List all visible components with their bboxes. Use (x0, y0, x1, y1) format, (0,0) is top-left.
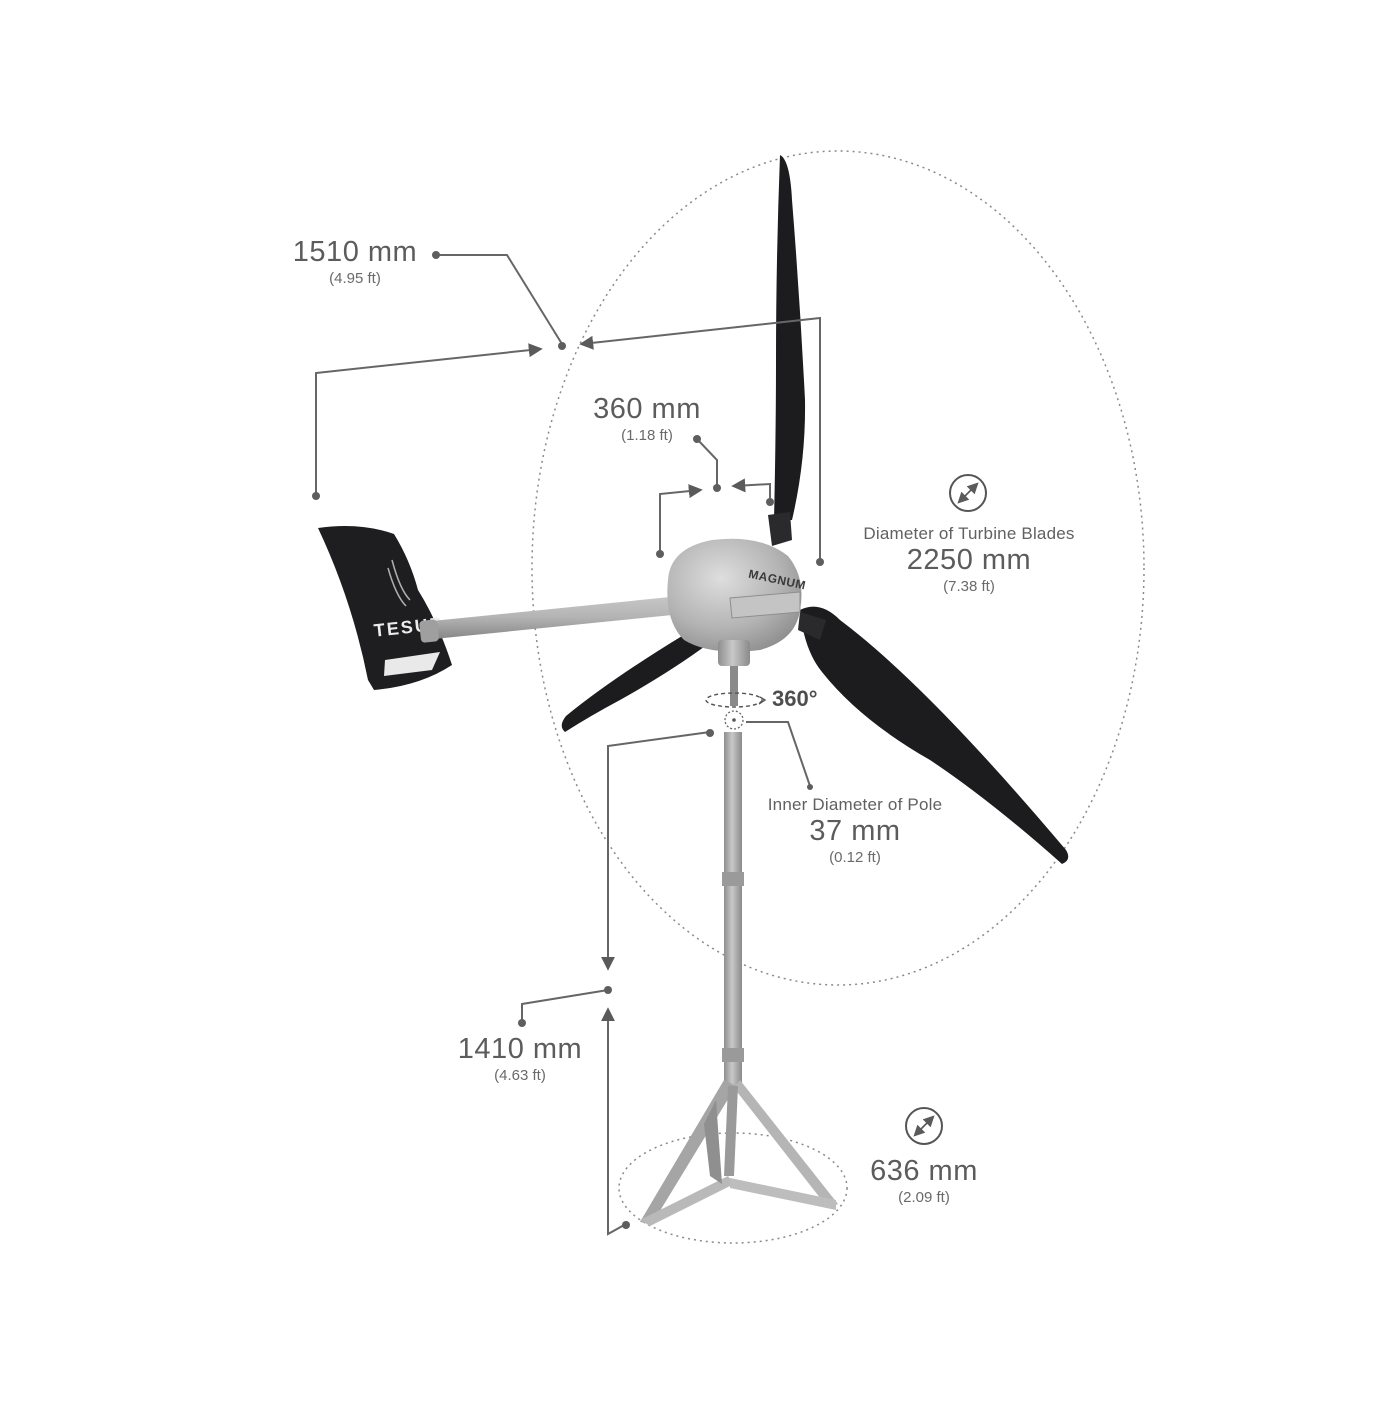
rotation-arrow-icon (705, 692, 767, 708)
blade-diameter-value: 2250 mm (906, 544, 1032, 576)
base-diameter-imperial: (2.09 ft) (898, 1189, 950, 1206)
tail-boom (422, 594, 702, 640)
base-diameter-value: 636 mm (870, 1155, 978, 1187)
pole-inner-diameter-imperial: (0.12 ft) (829, 849, 881, 866)
dimension-points (312, 251, 824, 1229)
blade-diameter-caption: Diameter of Turbine Blades (863, 524, 1075, 543)
pole-height-imperial: (4.63 ft) (494, 1067, 546, 1084)
tail-vane (318, 526, 452, 690)
diameter-icon (949, 474, 987, 512)
dimension-lines (315, 254, 821, 1236)
yaw-shaft (730, 666, 738, 706)
tail-length-label: 1510 mm (4.95 ft) (293, 236, 417, 287)
rotor-diameter-ellipse (531, 150, 1145, 986)
hub-offset-imperial: (1.18 ft) (621, 427, 673, 444)
hub-offset-label: 360 mm (1.18 ft) (593, 393, 701, 444)
hub-offset-value: 360 mm (593, 393, 701, 425)
tail-length-value: 1510 mm (292, 236, 418, 268)
blade-diameter-imperial: (7.38 ft) (943, 578, 995, 595)
pole-inner-diameter-caption: Inner Diameter of Pole (767, 795, 943, 814)
pole (722, 732, 744, 1088)
diameter-icon (905, 1107, 943, 1145)
tail-length-imperial: (4.95 ft) (329, 270, 381, 287)
rotation-label: 360° (772, 686, 818, 711)
turbine-blades (561, 155, 1069, 864)
pole-inner-diameter-label: Inner Diameter of Pole 37 mm (0.12 ft) (768, 795, 942, 866)
pole-height-label: 1410 mm (4.63 ft) (458, 1033, 582, 1084)
tripod-base (640, 1080, 838, 1226)
base-diameter-label: 636 mm (2.09 ft) (870, 1155, 978, 1206)
blade-diameter-label: Diameter of Turbine Blades 2250 mm (7.38… (863, 524, 1074, 595)
pole-height-value: 1410 mm (457, 1033, 583, 1065)
pole-inner-diameter-value: 37 mm (809, 815, 901, 847)
nacelle (667, 538, 802, 666)
